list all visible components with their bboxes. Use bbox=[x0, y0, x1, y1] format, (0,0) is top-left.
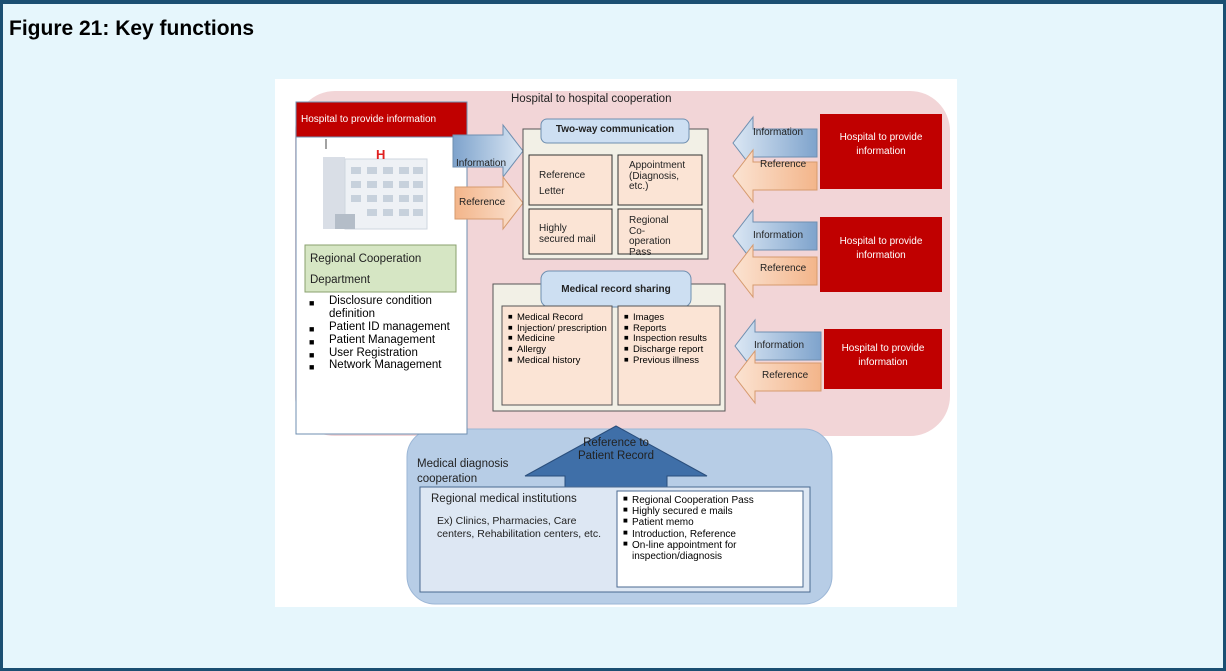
department-functions: Disclosure condition definition Patient … bbox=[309, 295, 467, 372]
function-item: Disclosure condition definition bbox=[309, 295, 467, 321]
record-left-list: Medical Record Injection/ prescription M… bbox=[508, 312, 610, 367]
cooperation-title: Hospital to hospital cooperation bbox=[511, 93, 672, 105]
regional-services-list: Regional Cooperation Pass Highly secured… bbox=[623, 495, 801, 562]
two-way-title: Two-way communication bbox=[555, 124, 675, 135]
reference-arrow-right-2 bbox=[732, 243, 818, 299]
reference-arrow-left bbox=[454, 175, 524, 231]
reference-label-right-1: Reference bbox=[760, 159, 807, 170]
record-item: Allergy bbox=[508, 344, 610, 356]
two-way-item: Regional Co-operation Pass bbox=[629, 215, 671, 258]
information-label-right-2: Information bbox=[753, 230, 804, 241]
remote-hospital-label-1: Hospital to provide information bbox=[839, 132, 923, 157]
record-item: Injection/ prescription bbox=[508, 323, 610, 335]
information-arrow-right-2 bbox=[732, 208, 818, 264]
appointment-box bbox=[617, 154, 703, 206]
service-item: Introduction, Reference bbox=[623, 529, 801, 540]
record-item: Images bbox=[624, 312, 718, 324]
information-arrow-right-1 bbox=[732, 115, 818, 171]
information-label-left: Information bbox=[456, 158, 507, 169]
remote-hospital-label-3: Hospital to provide information bbox=[841, 343, 925, 368]
diagnosis-cooperation-label: Medical diagnosis cooperation bbox=[417, 458, 509, 485]
reference-letter-box bbox=[528, 154, 613, 206]
record-item: Discharge report bbox=[624, 344, 718, 356]
record-item: Medical Record bbox=[508, 312, 610, 324]
record-item: Medical history bbox=[508, 355, 610, 367]
service-item: On-line appointment for inspection/diagn… bbox=[623, 540, 801, 562]
cooperation-pass-box bbox=[617, 208, 703, 255]
figure-title: Figure 21: Key functions bbox=[9, 17, 255, 40]
record-item: Medicine bbox=[508, 334, 610, 345]
information-label-right-1: Information bbox=[753, 127, 804, 138]
department-label: Regional Cooperation Department bbox=[310, 253, 422, 286]
service-item: Highly secured e mails bbox=[623, 506, 801, 517]
two-way-item: Reference Letter bbox=[539, 170, 586, 197]
main-hospital-header bbox=[295, 101, 468, 138]
key-functions-diagram: Hospital to hospital cooperation Hospita… bbox=[275, 79, 957, 607]
reference-label-right-3: Reference bbox=[762, 370, 809, 381]
information-arrow-right-3 bbox=[734, 318, 822, 374]
two-way-item: Appointment (Diagnosis, etc.) bbox=[629, 160, 686, 192]
function-item: Network Management bbox=[309, 359, 467, 372]
remote-hospital-1 bbox=[820, 114, 942, 189]
record-item: Inspection results bbox=[624, 334, 718, 345]
department-box bbox=[304, 244, 457, 293]
remote-hospital-label-2: Hospital to provide information bbox=[839, 236, 923, 261]
remote-hospital-2 bbox=[820, 217, 942, 292]
record-right-list: Images Reports Inspection results Discha… bbox=[624, 312, 718, 367]
function-item: Patient Management bbox=[309, 334, 467, 347]
two-way-item: Highly secured mail bbox=[539, 223, 596, 245]
function-item: Patient ID management bbox=[309, 321, 467, 334]
hospital-mark: H bbox=[376, 147, 386, 162]
information-arrow-left bbox=[452, 123, 524, 179]
record-item: Previous illness bbox=[624, 355, 718, 367]
service-item: Patient memo bbox=[623, 517, 801, 528]
regional-institutions-title: Regional medical institutions bbox=[431, 493, 577, 505]
main-hospital-label: Hospital to provide information bbox=[301, 114, 437, 125]
reference-patient-record-label: Reference to Patient Record bbox=[577, 437, 655, 462]
information-label-right-3: Information bbox=[754, 340, 805, 351]
reference-arrow-right-1 bbox=[732, 148, 818, 204]
record-item: Reports bbox=[624, 323, 718, 335]
regional-institutions-examples: Ex) Clinics, Pharmacies, Care centers, R… bbox=[437, 515, 602, 540]
secured-mail-box bbox=[528, 208, 613, 255]
record-sharing-title-box bbox=[540, 270, 692, 308]
reference-arrow-right-3 bbox=[734, 349, 822, 405]
reference-label-left: Reference bbox=[459, 197, 506, 208]
service-item: Regional Cooperation Pass bbox=[623, 495, 801, 506]
record-sharing-title: Medical record sharing bbox=[561, 284, 671, 295]
function-item: User Registration bbox=[309, 347, 467, 360]
remote-hospital-3 bbox=[824, 329, 942, 389]
reference-label-right-2: Reference bbox=[760, 263, 807, 274]
hospital-building-icon bbox=[323, 157, 428, 230]
two-way-title-box bbox=[540, 118, 690, 144]
